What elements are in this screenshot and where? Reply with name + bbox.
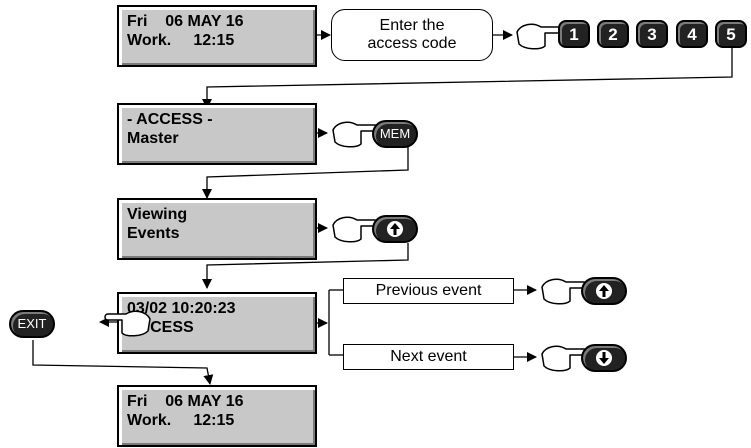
lcd-line-1: Viewing: [127, 206, 188, 223]
box-line-2: access code: [367, 35, 457, 52]
lcd-line-2: ACCESS: [127, 319, 194, 336]
arrow-up-icon: [387, 221, 403, 237]
lcd-event-screen: 03/02 10:20:23 ACCESS: [117, 292, 317, 354]
arrow-mem-to-viewing: [202, 147, 409, 199]
arrow-up-to-event: [202, 243, 409, 289]
lcd-viewing-screen: Viewing Events: [117, 198, 317, 260]
key-1-button[interactable]: 1: [558, 20, 590, 48]
mem-button[interactable]: MEM: [372, 120, 418, 148]
arrow-down-icon: [596, 350, 612, 366]
enter-access-code-box: Enter the access code: [331, 9, 493, 61]
key-2-button[interactable]: 2: [597, 20, 629, 48]
key-4-button[interactable]: 4: [676, 20, 708, 48]
lcd-home-screen-top: Fri 06 MAY 16 Work. 12:15: [117, 5, 317, 67]
next-event-label: Next event: [390, 348, 467, 365]
next-event-down-button[interactable]: [581, 344, 627, 372]
lcd-access-screen: - ACCESS - Master: [117, 103, 317, 165]
arrow-exit-to-home: [32, 340, 214, 385]
lcd-line-1: Fri 06 MAY 16: [127, 393, 244, 410]
arrow-keys-to-access: [202, 48, 733, 109]
lcd-line-2: Events: [127, 225, 180, 242]
up-arrow-button[interactable]: [372, 215, 418, 243]
previous-event-up-button[interactable]: [581, 277, 627, 305]
lcd-line-2: Master: [127, 130, 179, 147]
previous-event-box: Previous event: [343, 278, 514, 304]
lcd-line-1: - ACCESS -: [127, 111, 213, 128]
key-5-button[interactable]: 5: [715, 20, 747, 48]
previous-event-label: Previous event: [375, 282, 482, 299]
box-line-1: Enter the: [379, 17, 445, 34]
lcd-line-1: 03/02 10:20:23: [127, 300, 236, 317]
next-event-box: Next event: [343, 344, 514, 370]
lcd-line-2: Work. 12:15: [127, 32, 235, 49]
key-3-button[interactable]: 3: [636, 20, 668, 48]
lcd-line-2: Work. 12:15: [127, 412, 235, 429]
arrow-up-icon: [596, 283, 612, 299]
lcd-home-screen-bottom: Fri 06 MAY 16 Work. 12:15: [117, 385, 317, 447]
exit-button[interactable]: EXIT: [9, 310, 55, 338]
lcd-line-1: Fri 06 MAY 16: [127, 13, 244, 30]
